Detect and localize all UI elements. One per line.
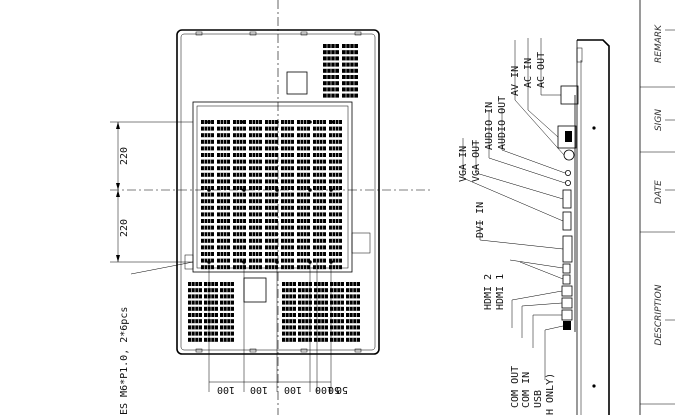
title-block-date: DATE [654, 180, 664, 204]
mounting-hole [207, 120, 211, 124]
com-in-port [561, 297, 573, 309]
pitch-label-1: 100 [217, 384, 235, 395]
side-view: AC OUT AC IN AV IN AUDIO OUT AUDIO IN VG… [458, 38, 610, 415]
dimension-220-bottom: 220 [119, 219, 130, 237]
vga-out-port [562, 189, 572, 209]
label-ac-out: AC OUT [536, 52, 547, 88]
label-usb: USB [533, 390, 544, 408]
mounting-hole [308, 120, 312, 124]
label-audio-in: AUDIO IN [484, 102, 495, 150]
mounting-holes [207, 120, 333, 264]
label-dvi-in: DVI IN [475, 202, 486, 238]
label-hdmi-1: HDMI 1 [495, 274, 506, 310]
right-handle [351, 232, 371, 254]
mounting-hole [242, 188, 246, 192]
screw-note-leader [130, 261, 194, 275]
audio-out-jack [565, 169, 572, 176]
side-profile-outer [577, 39, 610, 415]
touch-usb-port [563, 321, 571, 330]
mounting-hole [275, 188, 279, 192]
screw-spec-note: ES M6*P1.0, 2*6pcs [119, 307, 130, 415]
pitch-dimensions [208, 262, 332, 392]
label-hdmi-2: HDMI 2 [483, 274, 494, 310]
bottom-tabs [195, 348, 362, 353]
title-block-description: DESCRIPTION [654, 284, 664, 345]
mounting-hole [242, 120, 246, 124]
bottom-vent-grid [188, 282, 360, 342]
hdmi-2-port [562, 263, 571, 274]
label-vga-in: VGA IN [458, 146, 469, 182]
ac-out-socket [560, 85, 579, 105]
center-vent-grid [201, 120, 342, 270]
vesa-plate-outline [192, 101, 353, 273]
label-ac-in: AC IN [523, 58, 534, 88]
top-tabs [195, 31, 362, 36]
housing-inner-outline [180, 33, 376, 351]
com-out-port [561, 285, 573, 297]
top-vent-grid [323, 44, 358, 98]
pitch-label-4: 100 [315, 384, 333, 395]
title-block-remark: REMARK [654, 24, 664, 63]
mounting-hole [329, 120, 333, 124]
label-touch-only: H ONLY) [545, 373, 556, 415]
pitch-label-6: 50 [336, 384, 348, 395]
mounting-hole [308, 188, 312, 192]
dimension-220-top: 220 [119, 147, 130, 165]
top-access-panel [286, 71, 308, 95]
side-screw-top [592, 126, 596, 130]
pitch-label-3: 100 [284, 384, 302, 395]
ac-switch [565, 131, 572, 142]
pitch-label-2: 100 [250, 384, 268, 395]
usb-port [561, 309, 573, 321]
hdmi-1-port [562, 274, 571, 285]
title-block-sign: SIGN [654, 109, 664, 131]
label-audio-out: AUDIO OUT [497, 96, 508, 150]
mounting-hole [207, 188, 211, 192]
title-block [639, 0, 675, 415]
rear-view: 220 220 ES M6*P1.0, 2*6pcs 100 100 100 1… [110, 0, 430, 415]
vga-in-port [562, 211, 572, 231]
port-leader-lines [462, 38, 566, 380]
label-av-in: AV IN [510, 66, 521, 96]
housing-outline [176, 29, 380, 355]
av-in-connector [563, 149, 575, 161]
vertical-dimensions [110, 121, 193, 263]
mounting-hole [275, 120, 279, 124]
label-vga-out: VGA OUT [471, 140, 482, 182]
pitch-label-5: 50 [328, 384, 340, 395]
bottom-access-panel [243, 277, 267, 303]
label-com-out: COM OUT [510, 366, 521, 408]
label-com-in: COM IN [521, 372, 532, 408]
audio-in-jack [565, 179, 572, 186]
side-screw-bottom [592, 384, 596, 388]
mounting-hole [329, 188, 333, 192]
dvi-in-port [562, 235, 573, 263]
